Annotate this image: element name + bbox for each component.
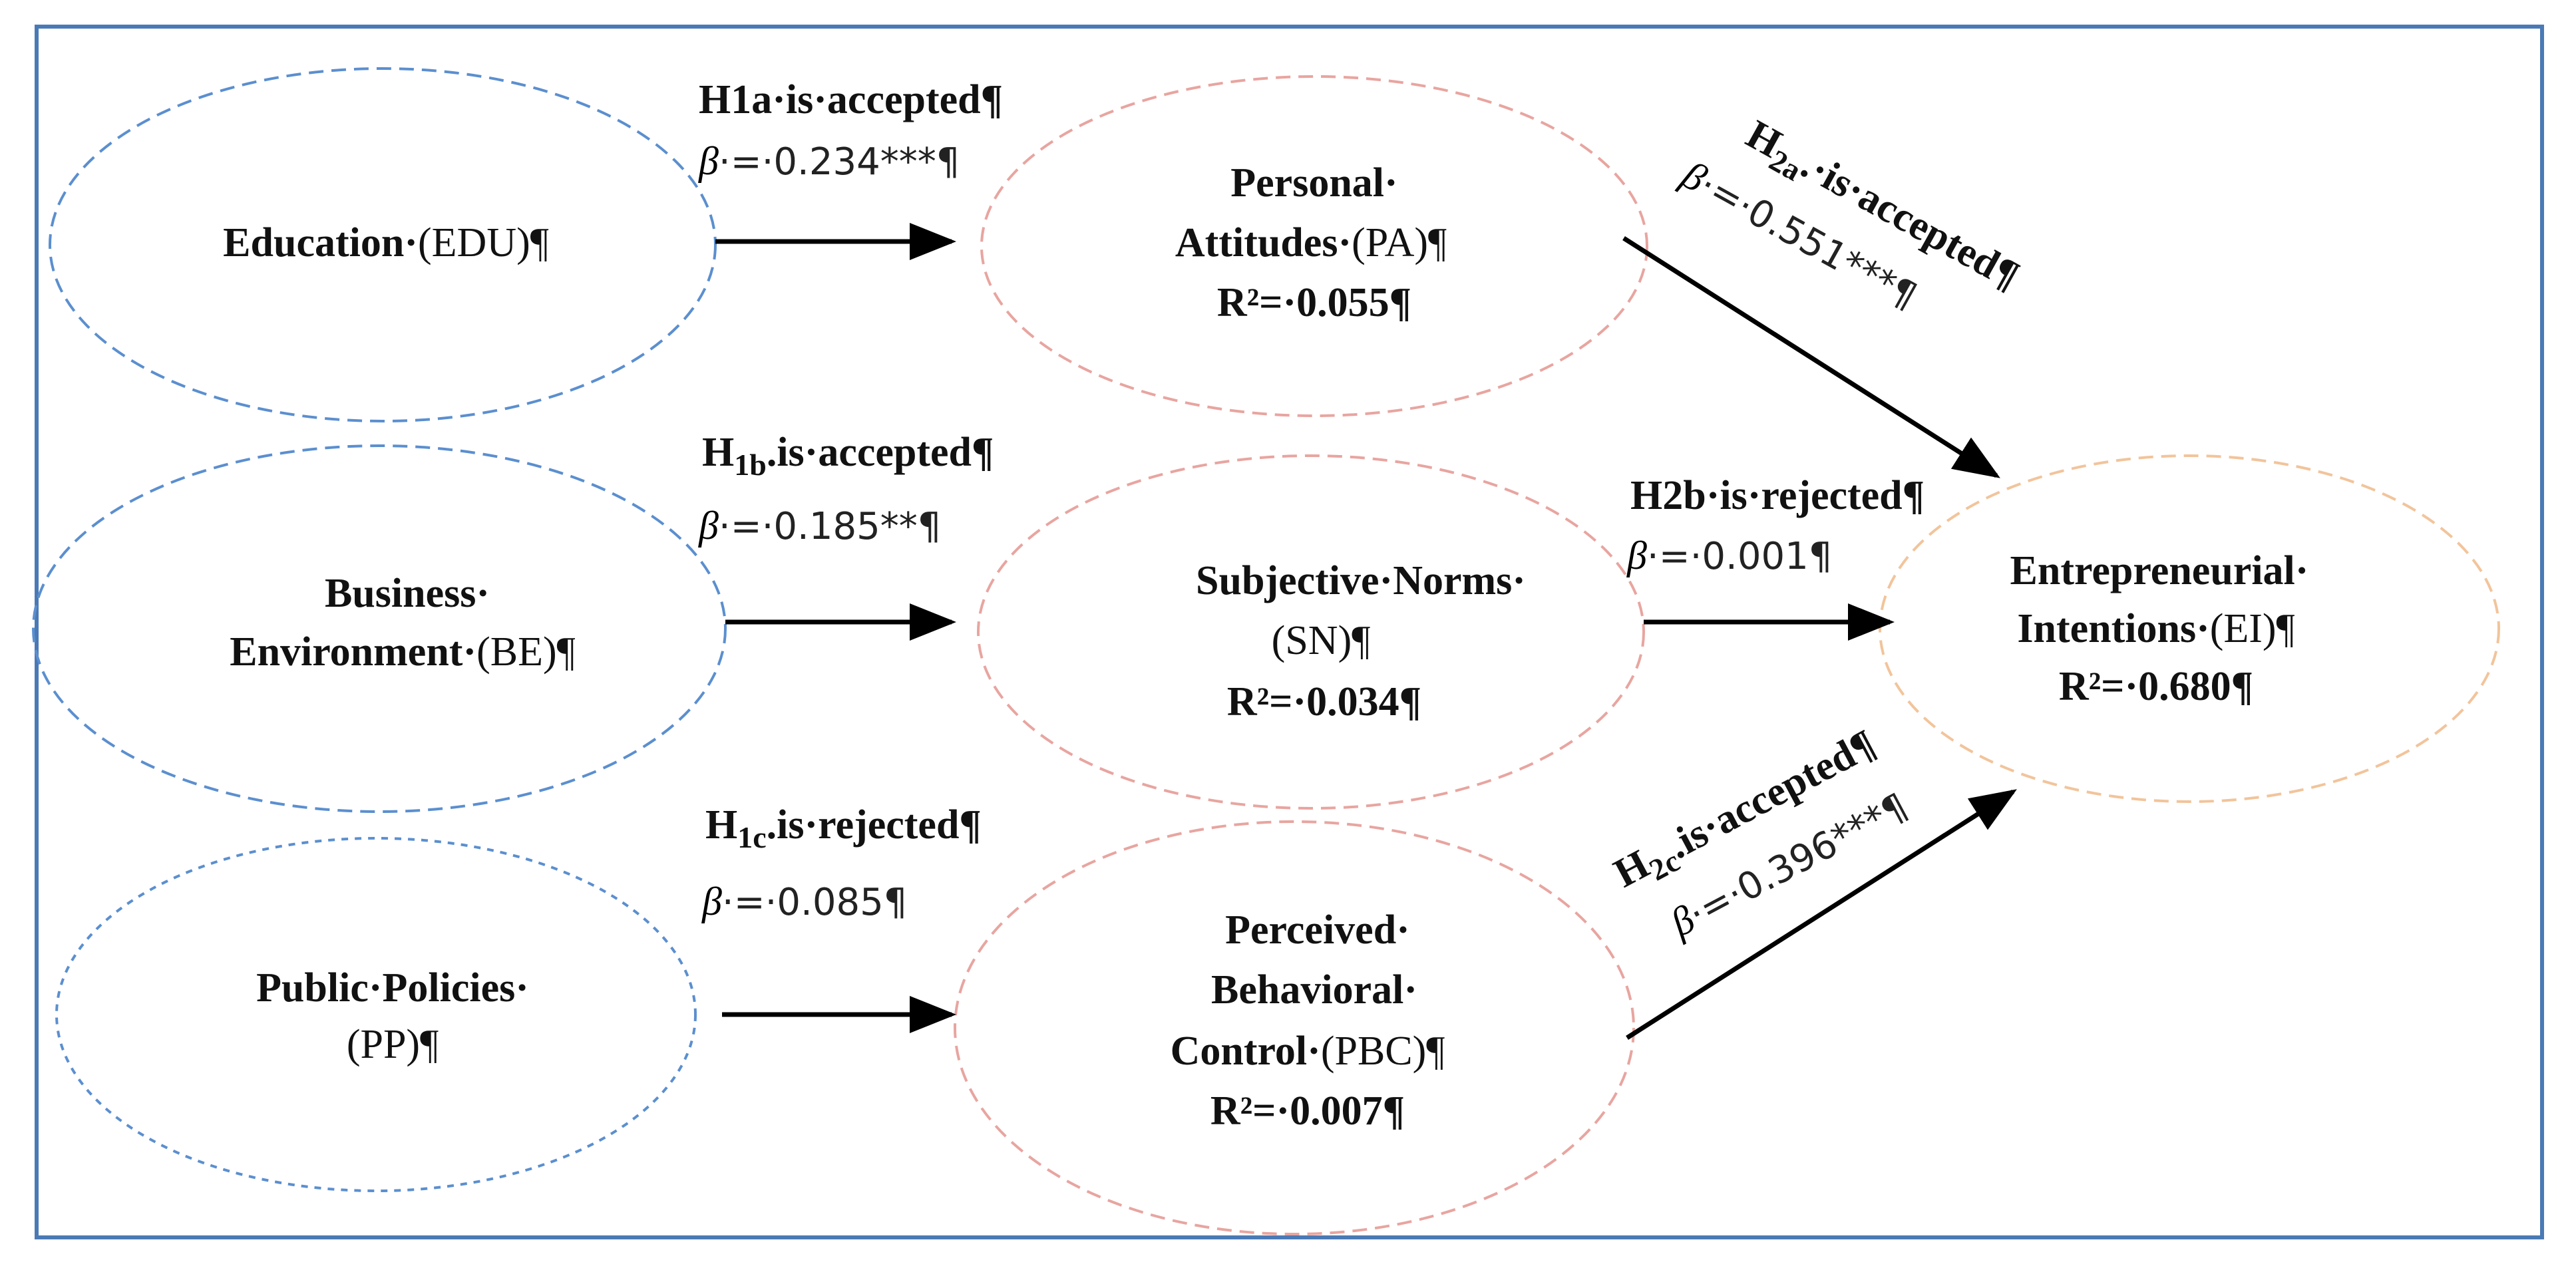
- business-label-line2: Environment·(BE)¶: [230, 629, 576, 675]
- h2b-beta: β·=·0.001¶: [1626, 534, 1832, 578]
- perceived-behavioral-control-node: [954, 820, 1635, 1235]
- subjective-norms-label-line2: (SN)¶: [1272, 618, 1371, 663]
- ei-label-line1: Entrepreneurial·: [2010, 548, 2309, 593]
- pbc-r2: R²=·0.007¶: [1210, 1088, 1405, 1134]
- subjective-norms-r2: R²=·0.034¶: [1227, 679, 1421, 724]
- personal-attitudes-node: [980, 75, 1648, 417]
- h2a-label-group: H2a.·is·accepted¶ β·=·0.551***¶: [1674, 112, 2026, 318]
- h1c-beta: β·=·0.085¶: [701, 879, 907, 924]
- public-policies-label-line1: Public·Policies·: [256, 965, 529, 1011]
- pbc-label-line2: Behavioral·: [1211, 967, 1417, 1013]
- h1a-beta: β·=·0.234***¶: [698, 139, 960, 184]
- public-policies-node: [55, 837, 697, 1192]
- education-node: [49, 67, 717, 422]
- h1c-hypothesis-label: H1c.is·rejected¶: [705, 802, 982, 854]
- h2c-path-arrow: [1626, 789, 2017, 1040]
- pbc-label-line3: Control·(PBC)¶: [1171, 1029, 1445, 1074]
- public-policies-label-line2: (PP)¶: [347, 1022, 439, 1067]
- diagram-frame: [35, 25, 2544, 1239]
- ei-label-line2: Intentions·(EI)¶: [2017, 606, 2295, 651]
- pbc-label-line1: Perceived·: [1225, 907, 1410, 953]
- business-label-line1: Business·: [325, 571, 490, 616]
- h1b-beta: β·=·0.185**¶: [698, 504, 941, 548]
- subjective-norms-node: [977, 454, 1645, 810]
- personal-attitudes-label-line2: Attitudes·(PA)¶: [1175, 220, 1447, 265]
- ei-r2: R²=·0.680¶: [2059, 664, 2253, 709]
- h1a-hypothesis-label: H1a·is·accepted¶: [699, 77, 1003, 122]
- h2b-hypothesis-label: H2b·is·rejected¶: [1630, 473, 1925, 518]
- business-environment-node: [32, 444, 727, 813]
- h2a-path-arrow: [1622, 236, 2000, 478]
- h1b-hypothesis-label: H1b.is·accepted¶: [702, 430, 994, 482]
- personal-attitudes-r2: R²=·0.055¶: [1217, 280, 1411, 325]
- h2c-label-group: H2c.is·accepted¶ β·=·0.396***¶: [1607, 721, 1915, 945]
- personal-attitudes-label-line1: Personal·: [1230, 160, 1397, 206]
- subjective-norms-label-line1: Subjective·Norms·: [1196, 558, 1526, 603]
- education-label: Education·(EDU)¶: [223, 220, 549, 265]
